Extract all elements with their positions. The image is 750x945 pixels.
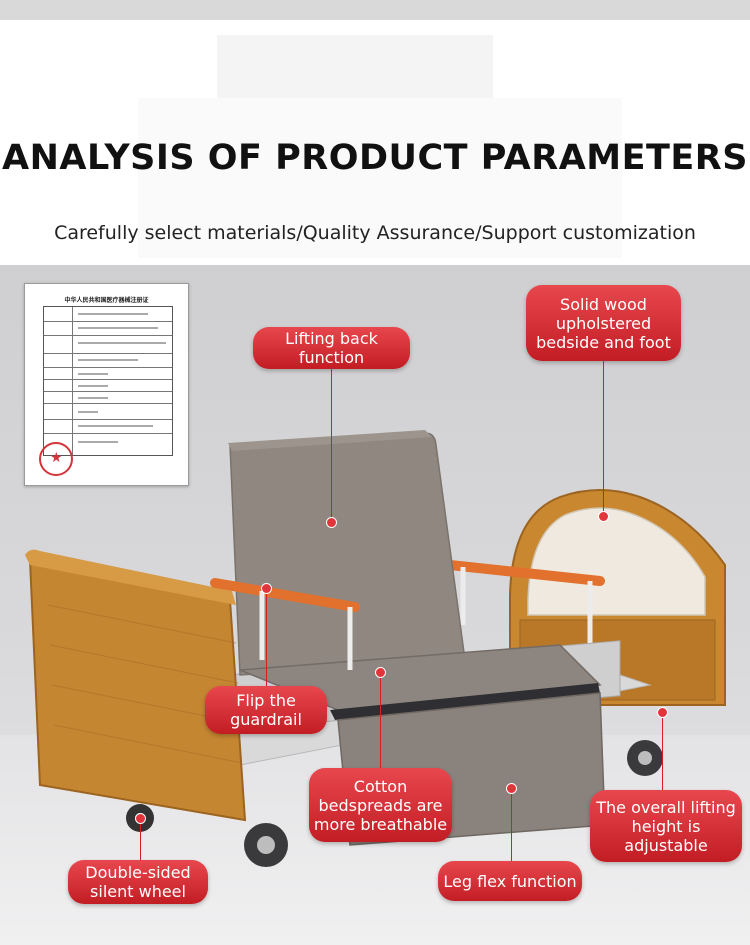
header-decor-box-large bbox=[138, 98, 622, 258]
header-section: ANALYSIS OF PRODUCT PARAMETERS Carefully… bbox=[0, 20, 750, 265]
marker-dot-back bbox=[326, 517, 337, 528]
back-rest-top bbox=[228, 430, 432, 451]
leader-line-solid-wood bbox=[603, 361, 604, 511]
page-title: ANALYSIS OF PRODUCT PARAMETERS bbox=[2, 138, 748, 178]
callout-overall-lifting: The overall lifting height is adjustable bbox=[590, 790, 742, 862]
left-guardrail-post bbox=[259, 591, 353, 670]
callout-flip-guardrail: Flip the guardrail bbox=[205, 686, 327, 734]
callout-leg-flex: Leg flex function bbox=[438, 861, 582, 901]
marker-dot-mattress bbox=[375, 667, 386, 678]
red-seal-stamp: ★ bbox=[39, 442, 73, 476]
leader-line-wheel bbox=[140, 824, 141, 860]
marker-dot-frame bbox=[657, 707, 668, 718]
product-scene: 中华人民共和国医疗器械注册证 ★ Lifting bbox=[0, 265, 750, 945]
marker-dot-guardrail bbox=[261, 583, 272, 594]
callout-lifting-back: Lifting back function bbox=[253, 327, 410, 369]
callout-double-wheel: Double-sided silent wheel bbox=[68, 860, 208, 904]
right-guardrail-post bbox=[460, 567, 593, 645]
callout-solid-wood: Solid wood upholstered bedside and foot bbox=[526, 285, 681, 361]
footboard-cushion bbox=[527, 507, 706, 616]
registration-certificate: 中华人民共和国医疗器械注册证 ★ bbox=[24, 283, 189, 486]
left-guardrail bbox=[210, 578, 360, 612]
seat-strip bbox=[330, 683, 600, 720]
leader-line-lifting-back bbox=[331, 369, 332, 521]
leader-line-leg-flex bbox=[511, 794, 512, 861]
marker-dot-footboard bbox=[598, 511, 609, 522]
certificate-title: 中华人民共和国医疗器械注册证 bbox=[64, 298, 149, 304]
wheel-right bbox=[627, 740, 663, 776]
top-band bbox=[0, 0, 750, 20]
wheel-left-front bbox=[244, 823, 288, 867]
headboard-top bbox=[25, 549, 236, 605]
marker-dot-wheel bbox=[135, 813, 146, 824]
leader-line-overall-lifting bbox=[662, 718, 663, 790]
page-subtitle: Carefully select materials/Quality Assur… bbox=[54, 222, 696, 244]
callout-cotton-bedspreads: Cotton bedspreads are more breathable bbox=[309, 768, 452, 842]
marker-dot-leg bbox=[506, 783, 517, 794]
leader-line-cotton bbox=[380, 678, 381, 768]
leader-line-guardrail bbox=[266, 594, 267, 686]
star-icon: ★ bbox=[50, 449, 63, 465]
certificate-table bbox=[43, 306, 173, 456]
right-guardrail bbox=[445, 560, 605, 586]
